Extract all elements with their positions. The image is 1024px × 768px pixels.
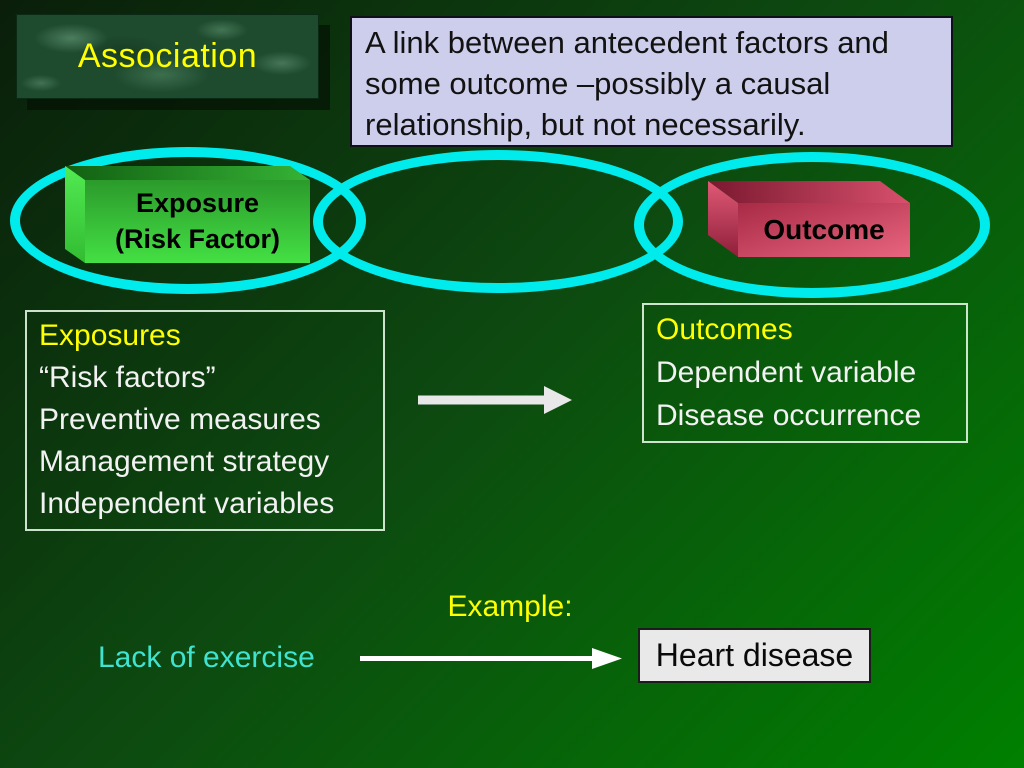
exposures-item: Management strategy (39, 445, 330, 478)
outcomes-list-box: Outcomes Dependent variable Disease occu… (642, 303, 968, 443)
outcome-label: Outcome (738, 203, 910, 257)
definition-text: A link between antecedent factors and so… (365, 25, 889, 142)
example-effect-text: Heart disease (655, 637, 854, 673)
example-cause-text: Lack of exercise (98, 641, 315, 674)
exposures-item: “Risk factors” (39, 361, 216, 394)
outcomes-heading: Outcomes (656, 313, 793, 346)
example-effect-box: Heart disease (638, 628, 871, 683)
exposures-item: Independent variables (39, 487, 335, 520)
exposure-3d-box (65, 166, 310, 263)
example-arrow-right-icon (360, 648, 622, 669)
exposure-label: Exposure (Risk Factor) (85, 180, 310, 263)
arrow-right-icon (418, 386, 572, 414)
outcome-3d-box (708, 181, 910, 257)
outcome-label-text: Outcome (763, 214, 885, 245)
exposures-heading: Exposures (39, 319, 181, 352)
example-label: Example: (447, 590, 573, 623)
exposures-item: Preventive measures (39, 403, 321, 436)
exposure-label-line1: Exposure (135, 188, 260, 219)
exposure-label-line2: (Risk Factor) (114, 223, 281, 254)
slide-title: Association (77, 37, 258, 75)
venn-ellipse-outcome (634, 152, 990, 298)
venn-ellipse-middle (313, 150, 683, 293)
slide-title-box: Association (16, 14, 319, 99)
definition-box: A link between antecedent factors and so… (350, 16, 953, 147)
outcomes-item: Dependent variable (656, 356, 917, 389)
exposures-list-box: Exposures “Risk factors” Preventive meas… (25, 310, 385, 531)
outcomes-item: Disease occurrence (656, 399, 922, 432)
